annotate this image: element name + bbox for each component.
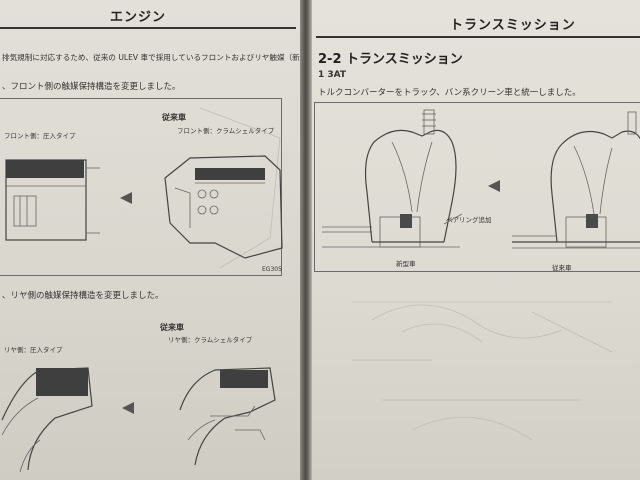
left-intro-line1: 排気規制に対応するため、従来の ULEV 車で採用しているフロントおよびリヤ触媒… [2, 53, 308, 62]
fig2-drawing [1, 367, 276, 473]
left-mid-line: 、リヤ側の触媒保持構造を変更しました。 [2, 291, 164, 301]
fig1-drawing [5, 107, 283, 269]
right-header-rule [316, 36, 640, 38]
fig1-new-catalyst [5, 159, 100, 241]
left-page: エンジン 排気規制に対応するため、従来の ULEV 車で採用しているフロントおよ… [0, 0, 307, 480]
fig1-arrow-left-icon [120, 192, 132, 204]
right-page-header: トランスミッション [450, 18, 576, 33]
old-torque-converter [512, 111, 640, 249]
left-intro-line2: 、フロント側の触媒保持構造を変更しました。 [2, 82, 181, 92]
fig1-new-side-label: フロント側：圧入タイプ [4, 132, 76, 140]
fig2-old-side-label: リヤ側：クラムシェルタイプ [168, 336, 253, 344]
right-page-showthrough [352, 304, 582, 441]
right-old-label: 従来車 [552, 264, 572, 272]
fig2-arrow-left-icon [122, 402, 134, 414]
right-page: トランスミッション 2-2 トランスミッション 1 3AT トルクコンバーターを… [312, 0, 640, 480]
book-gutter [300, 0, 312, 480]
left-header-rule [0, 27, 296, 29]
fig1-code: EG305 [262, 266, 282, 273]
right-new-label: 新型車 [396, 260, 416, 268]
right-figure-box [314, 102, 640, 272]
right-body-line: トルクコンバーターをトラック、バン系クリーン車と統一しました。 [318, 88, 581, 98]
fig1-old-label: 従来車 [162, 113, 186, 122]
left-page-header: エンジン [110, 10, 167, 25]
right-section-title: 2-2 トランスミッション [318, 52, 463, 67]
right-subsection-title: 1 3AT [318, 70, 347, 80]
right-arrow-left-icon [488, 180, 500, 192]
fig1-old-side-label: フロント側：クラムシェルタイプ [177, 127, 275, 135]
new-torque-converter [322, 109, 463, 248]
left-figure1-box [0, 98, 282, 276]
fig2-new-side-label: リヤ側：圧入タイプ [4, 346, 63, 354]
fig2-old-catalyst [179, 367, 276, 466]
fig2-old-label: 従来車 [160, 323, 184, 332]
fig1-old-catalyst [164, 155, 283, 259]
right-bearing-label: ベアリング追加 [446, 216, 492, 224]
right-figure-drawing [322, 109, 640, 353]
fig2-new-catalyst [1, 367, 93, 473]
